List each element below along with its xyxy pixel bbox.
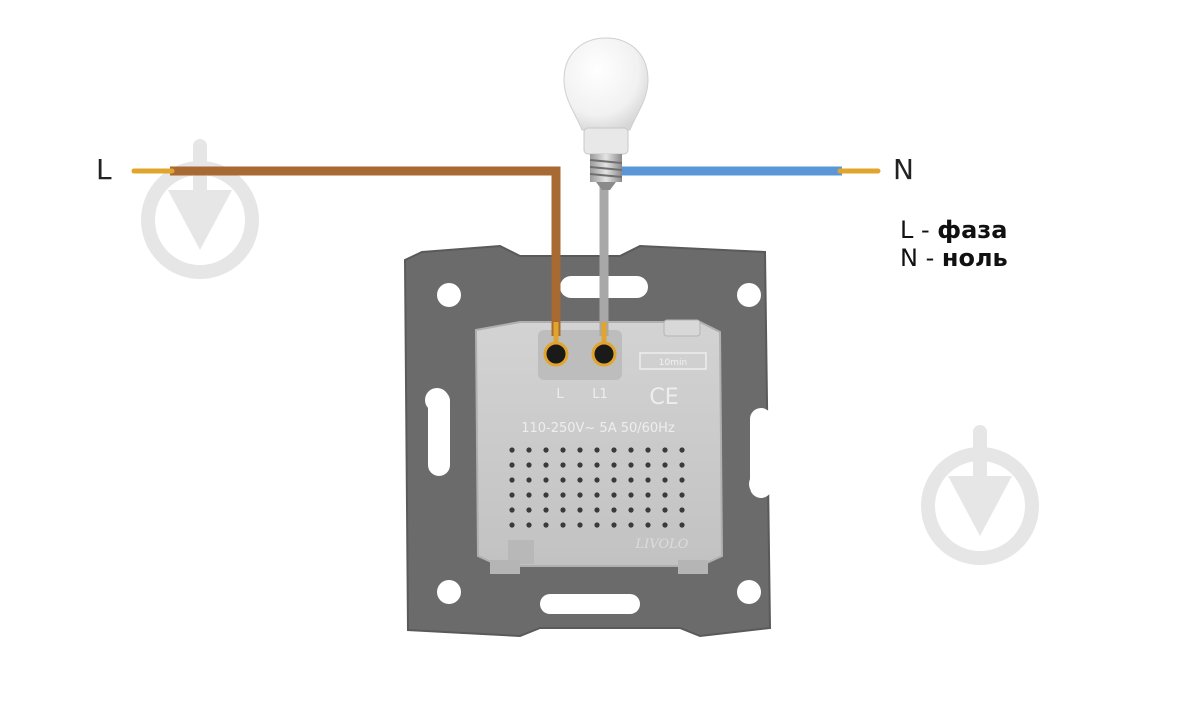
brand-label: LIVOLO — [635, 537, 689, 552]
timer-indicator: 10min — [639, 352, 707, 370]
vent-hole — [560, 492, 566, 498]
phase-label: L — [96, 153, 112, 186]
vent-hole — [628, 522, 634, 528]
vent-hole — [509, 477, 515, 483]
ce-mark-icon: CE — [649, 385, 678, 410]
vent-hole — [509, 522, 515, 528]
vent-hole — [662, 522, 668, 528]
vent-hole — [594, 492, 600, 498]
terminal-right-label: L1 — [592, 387, 608, 402]
vent-hole — [628, 462, 634, 468]
vent-hole — [645, 477, 651, 483]
vent-hole — [679, 507, 685, 513]
vent-hole — [611, 477, 617, 483]
switch-module: 10min L L1 CE 110-250V~ 5A 50/60Hz LIVOL… — [474, 319, 724, 574]
legend-key: L - — [900, 216, 938, 244]
legend-value: фаза — [937, 216, 1008, 244]
vent-hole — [543, 447, 549, 453]
vent-hole — [611, 492, 617, 498]
vent-hole — [543, 492, 549, 498]
vent-hole — [543, 477, 549, 483]
vent-hole — [526, 522, 532, 528]
neutral-label: N — [893, 153, 914, 186]
vent-hole — [577, 522, 583, 528]
vent-hole — [560, 477, 566, 483]
vent-hole — [594, 507, 600, 513]
vent-hole — [662, 492, 668, 498]
vent-hole — [509, 447, 515, 453]
legend-row-neutral: N - ноль — [900, 244, 1008, 272]
terminal-l1 — [591, 341, 617, 367]
vent-hole — [577, 492, 583, 498]
vent-hole — [577, 507, 583, 513]
legend-key: N - — [900, 244, 942, 272]
vent-hole — [577, 447, 583, 453]
terminal-left-label: L — [556, 387, 564, 402]
vent-hole — [560, 522, 566, 528]
vent-hole — [526, 477, 532, 483]
vent-hole — [662, 507, 668, 513]
vent-hole — [577, 462, 583, 468]
download-watermark-icon — [921, 425, 1039, 565]
legend-value: ноль — [941, 244, 1008, 272]
vent-hole — [543, 507, 549, 513]
vent-hole — [662, 477, 668, 483]
download-watermark-icon — [141, 139, 259, 279]
legend-row-phase: L - фаза — [900, 216, 1008, 244]
vent-hole — [577, 477, 583, 483]
vent-hole — [526, 507, 532, 513]
vent-hole — [509, 462, 515, 468]
vent-hole — [526, 462, 532, 468]
vent-hole — [594, 447, 600, 453]
vent-hole — [679, 522, 685, 528]
ventilation-grid — [509, 447, 685, 528]
vent-hole — [560, 462, 566, 468]
vent-hole — [679, 447, 685, 453]
vent-hole — [628, 447, 634, 453]
vent-hole — [611, 507, 617, 513]
vent-hole — [645, 522, 651, 528]
vent-hole — [526, 492, 532, 498]
vent-hole — [611, 462, 617, 468]
vent-hole — [645, 507, 651, 513]
vent-hole — [628, 507, 634, 513]
vent-hole — [645, 462, 651, 468]
vent-hole — [679, 492, 685, 498]
terminal-l — [543, 341, 569, 367]
vent-hole — [645, 492, 651, 498]
timer-label: 10min — [659, 358, 687, 368]
vent-hole — [645, 447, 651, 453]
vent-hole — [543, 462, 549, 468]
vent-hole — [679, 462, 685, 468]
vent-hole — [662, 462, 668, 468]
light-bulb-icon — [563, 37, 649, 190]
vent-hole — [560, 507, 566, 513]
vent-hole — [594, 477, 600, 483]
vent-hole — [560, 447, 566, 453]
vent-hole — [611, 522, 617, 528]
vent-hole — [594, 462, 600, 468]
vent-hole — [662, 447, 668, 453]
vent-hole — [628, 492, 634, 498]
vent-hole — [509, 492, 515, 498]
vent-hole — [543, 522, 549, 528]
vent-hole — [679, 477, 685, 483]
vent-hole — [526, 447, 532, 453]
vent-hole — [628, 477, 634, 483]
vent-hole — [594, 522, 600, 528]
vent-hole — [611, 447, 617, 453]
vent-hole — [509, 507, 515, 513]
rating-label: 110-250V~ 5A 50/60Hz — [521, 421, 675, 436]
legend: L - фаза N - ноль — [900, 216, 1008, 272]
